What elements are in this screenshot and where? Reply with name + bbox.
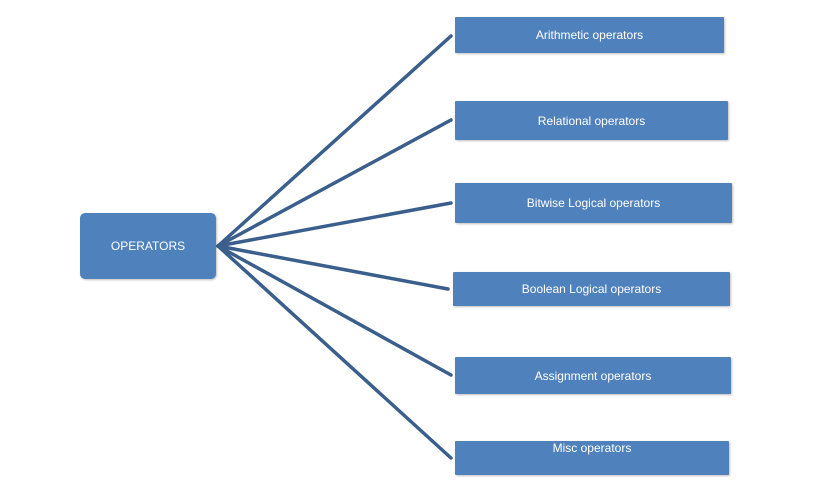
node-relational-operators: Relational operators xyxy=(455,101,728,140)
node-label: Misc operators xyxy=(552,441,632,455)
root-node-operators: OPERATORS xyxy=(80,213,216,279)
node-misc-operators: Misc operators xyxy=(455,441,729,475)
node-bitwise-logical-operators: Bitwise Logical operators xyxy=(455,183,732,223)
node-arithmetic-operators: Arithmetic operators xyxy=(455,17,724,53)
node-label: Arithmetic operators xyxy=(535,28,644,42)
node-label: Bitwise Logical operators xyxy=(526,196,661,210)
root-node-label: OPERATORS xyxy=(110,239,186,253)
node-label: Assignment operators xyxy=(534,368,652,383)
connector-relational xyxy=(216,118,453,248)
node-assignment-operators: Assignment operators xyxy=(455,357,731,394)
node-label: Boolean Logical operators xyxy=(521,282,662,296)
connector-boolean xyxy=(216,244,450,291)
node-label: Relational operators xyxy=(537,113,646,128)
connector-assignment xyxy=(216,244,453,377)
connector-arithmetic xyxy=(216,34,453,248)
connector-bitwise xyxy=(216,201,453,248)
connector-misc xyxy=(216,244,453,460)
node-boolean-logical-operators: Boolean Logical operators xyxy=(453,272,730,306)
